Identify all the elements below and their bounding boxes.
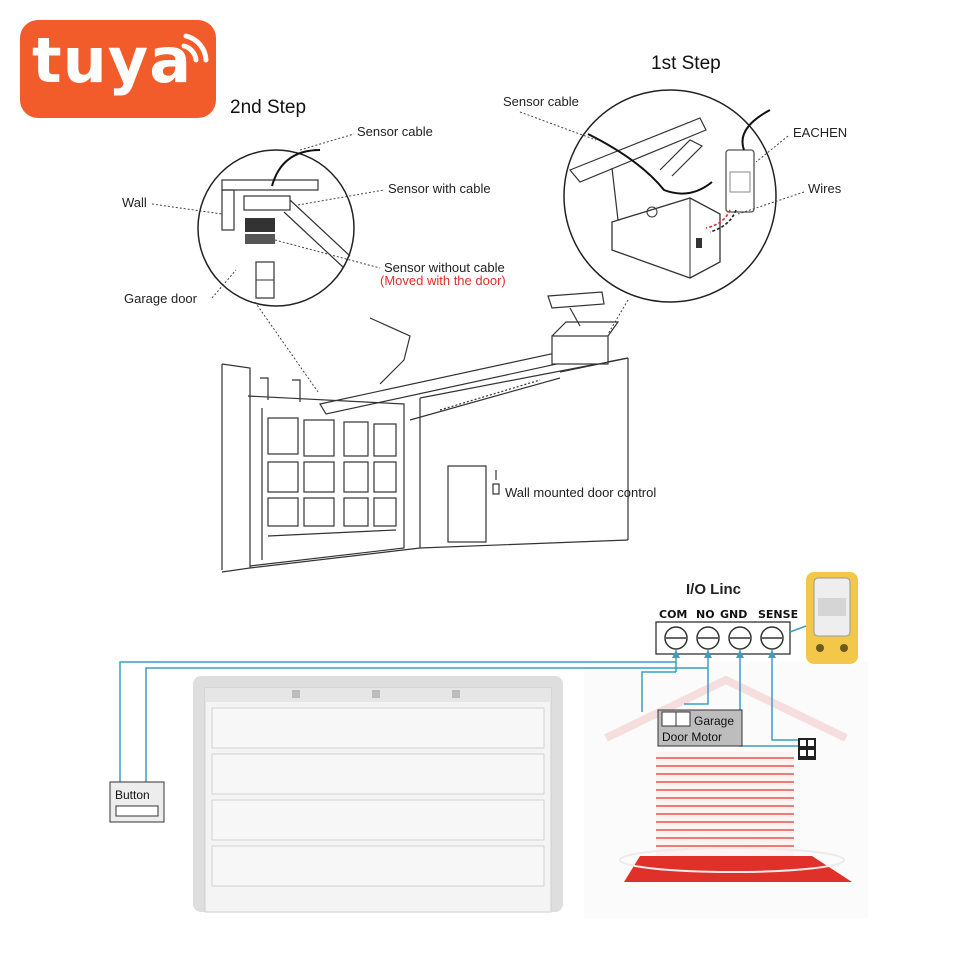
sensor-terminal [798,738,816,760]
io-linc-module [655,621,791,655]
step1-sensor-cable-label: Sensor cable [503,94,579,109]
sectional-garage-door [193,676,563,913]
wall-control-label: Wall mounted door control [505,485,657,500]
motor-label-line2: Door Motor [662,730,723,744]
step2-title: 2nd Step [230,97,307,118]
laser-beams [656,757,794,847]
step2-detail-circle [197,149,355,307]
step1-device-label: EACHEN [793,125,848,140]
wifi-arcs-icon [181,33,209,63]
garage-illustration [221,291,629,573]
step1-leaders [519,111,805,335]
step2-sensor-without-cable-label: Sensor without cable [384,260,505,275]
step2-garage-door-label: Garage door [124,291,197,306]
motor-box [657,709,743,747]
step2-sensor-cable-label: Sensor cable [357,124,433,139]
arrowheads [672,650,776,658]
step1-title: 1st Step [651,53,721,74]
step2-wall-label: Wall [122,195,147,210]
connection-wires [119,625,810,782]
step1-wires-label: Wires [808,181,842,196]
step2-leaders [151,133,385,393]
step1-detail-circle [563,89,777,303]
terminal-sense: SENSE [758,608,799,621]
logo-text: tuya [32,24,193,97]
wifi-relay-device [806,572,858,664]
terminal-com: COM [659,608,688,621]
terminal-no: NO [696,608,715,621]
button-box [109,781,165,823]
button-label: Button [115,788,150,802]
step2-moved-note: (Moved with the door) [380,273,506,288]
motor-label-line1: Garage [694,714,735,728]
sensor-house-area [584,662,868,918]
tuya-logo: tuya [20,20,216,118]
terminal-gnd: GND [720,608,748,621]
io-linc-title: I/O Linc [686,581,742,598]
step2-sensor-with-cable-label: Sensor with cable [388,181,491,196]
